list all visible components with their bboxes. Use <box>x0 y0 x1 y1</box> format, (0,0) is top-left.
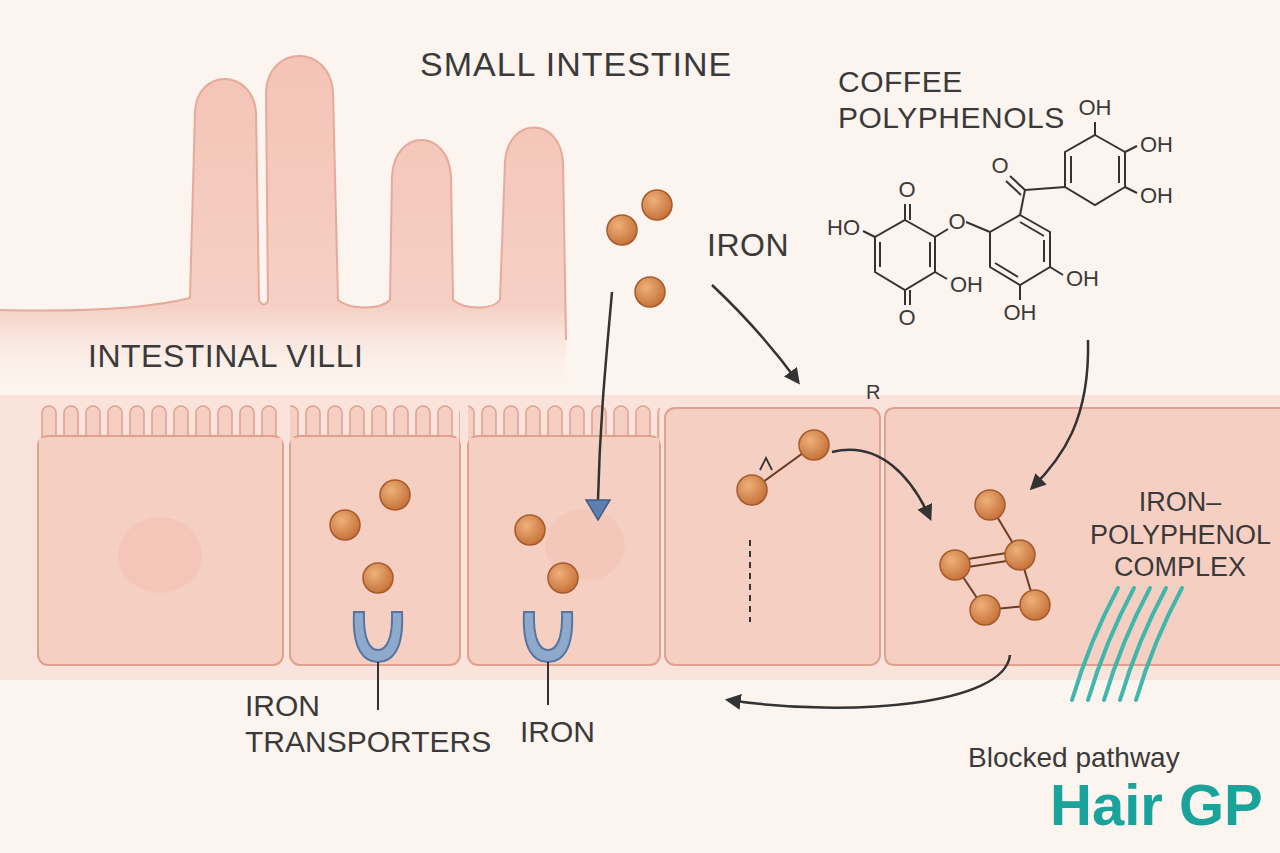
iron-particles <box>635 277 665 307</box>
villi-label: INTESTINAL VILLI <box>88 337 363 375</box>
iron-particles <box>940 550 970 580</box>
epithelial-cell <box>885 408 1280 665</box>
polyphenol-structure <box>1125 146 1137 152</box>
iron-particles <box>548 563 578 593</box>
iron-particles <box>380 480 410 510</box>
logo-stripes <box>1072 588 1182 700</box>
polyphenol-structure <box>1125 187 1137 193</box>
iron-particles <box>1020 590 1050 620</box>
iron-particles <box>970 595 1000 625</box>
polyphenol-structure <box>1065 135 1125 205</box>
atom-label: O <box>948 209 965 235</box>
atom-label: HO <box>827 215 860 241</box>
nucleus <box>118 517 202 593</box>
logo-text: Hair GP <box>1050 770 1263 840</box>
polyphenol-structure <box>935 229 948 237</box>
polyphenol-structure <box>1006 181 1021 195</box>
iron-particles <box>737 475 767 505</box>
iron-particles <box>1005 540 1035 570</box>
iron-particles <box>607 215 637 245</box>
flow-arrow <box>712 285 798 382</box>
flow-arrow <box>1032 340 1088 488</box>
iron-particles <box>330 510 360 540</box>
polyphenol-structure <box>1070 156 1072 183</box>
atom-label: O <box>898 305 915 331</box>
polyphenol-structure <box>995 263 1018 277</box>
atom-label: OH <box>1066 266 1099 292</box>
atom-label: O <box>991 153 1008 179</box>
atom-label: OH <box>1140 132 1173 158</box>
iron-particles <box>799 430 829 460</box>
polyphenol-structure <box>990 215 1050 285</box>
logo-stripes <box>1136 588 1182 700</box>
iron-particles <box>642 190 672 220</box>
iron-particles <box>363 563 393 593</box>
polyphenol-structure <box>1050 267 1063 275</box>
iron-label: IRON <box>707 226 789 264</box>
polyphenol-structure <box>909 290 911 305</box>
complex-label: IRON– POLYPHENOL COMPLEX <box>1090 486 1270 583</box>
iron-particles <box>515 515 545 545</box>
leader-line <box>547 662 549 705</box>
polyphenol-structure <box>935 272 947 279</box>
atom-label: OH <box>950 272 983 298</box>
iron-label: IRON <box>520 714 595 750</box>
blocked-arrow <box>728 655 1010 708</box>
small-mark-label: R <box>866 380 880 404</box>
iron-transporter <box>354 612 402 662</box>
polyphenol-structure <box>966 222 990 232</box>
polyphenol-structure <box>1118 156 1120 183</box>
transporter-label: IRON TRANSPORTERS <box>245 688 491 760</box>
flow-arrow <box>598 292 612 500</box>
epithelial-cell <box>665 408 880 665</box>
iron-particles <box>330 190 1050 625</box>
epithelial-cell <box>290 436 460 665</box>
polyphenol-structure <box>904 290 906 305</box>
villi-outline <box>0 56 566 340</box>
iron-transporter <box>524 612 572 662</box>
atom-label: O <box>898 177 915 203</box>
small-mark <box>760 458 772 470</box>
arrow-head <box>586 500 610 520</box>
polyphenol-structure <box>1043 240 1045 262</box>
polyphenol-structure <box>904 204 906 220</box>
epithelial-cell <box>468 436 660 665</box>
flow-arrow <box>832 450 930 518</box>
polyphenol-structure <box>1020 222 1044 236</box>
polyphenol-structure <box>1094 122 1096 135</box>
polyphenol-structure <box>909 204 911 220</box>
villi-surface <box>0 56 566 392</box>
cell-body <box>39 438 282 458</box>
diagram-title: SMALL INTESTINE <box>420 44 732 85</box>
cell-body <box>291 438 459 458</box>
cell-body <box>469 438 659 458</box>
polyphenol-structure <box>879 242 881 267</box>
atom-label: OH <box>1004 300 1037 326</box>
polyphenol-structure <box>1025 187 1065 190</box>
iron-particles <box>975 490 1005 520</box>
atom-label: OH <box>1079 95 1112 121</box>
polyphenol-structure <box>863 122 1137 305</box>
polyphenol-structure <box>929 242 931 267</box>
epithelial-cell <box>38 436 283 665</box>
pathway-label: Blocked pathway <box>968 741 1180 775</box>
leader-line <box>377 662 379 710</box>
polyphenol-structure <box>875 220 935 290</box>
atom-label: OH <box>1140 183 1173 209</box>
polyphenol-structure <box>863 231 875 237</box>
polyphenol-structure <box>1019 285 1021 300</box>
compound-label: COFFEE POLYPHENOLS <box>838 64 1065 136</box>
dashed-line <box>749 540 751 622</box>
